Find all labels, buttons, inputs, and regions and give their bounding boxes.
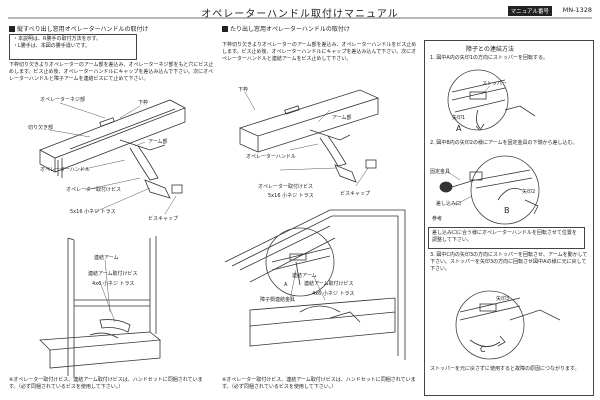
mid-label-link-spec: 4x6 小ネジ トラス <box>312 291 355 297</box>
label-c: C <box>480 345 486 354</box>
ref-box: 差し込み口に合う様にオペレーターハンドルを回転させて位置を調整して下さい。 <box>428 227 585 249</box>
label-sill: 下枠 <box>138 100 149 106</box>
label-mount-screw: オペレーター取付けビス <box>66 187 122 193</box>
label-operator-screw: オペレーターネジ部 <box>40 97 86 103</box>
right-heading: 障子との連結方法 <box>466 46 514 53</box>
label-screw-spec: 5x16 小ネジ トラス <box>70 209 116 215</box>
middle-footnote: ※オペレーター取付けビス、連結アーム取付けビスは、ハンドセットに同梱されています… <box>222 377 416 390</box>
mid-label-link-screw: 連結アーム取付けビス <box>304 281 354 287</box>
manual-number-label: マニュアル番号 <box>507 6 552 16</box>
label-cutout: 切り欠き部 <box>28 125 54 131</box>
label-handle: オペレーターハンドル <box>40 167 90 173</box>
left-intro: 下枠切り欠きよりオペレーターのアーム部を差込み、オペレーターネジ部をもと穴にビス… <box>9 62 214 82</box>
page-title: オペレーターハンドル取付けマニュアル <box>201 9 399 20</box>
mid-label-mount-screw: オペレーター取付けビス <box>258 184 314 190</box>
mid-label-screw-cap: ビスキャップ <box>340 191 371 197</box>
right-panel <box>424 40 594 396</box>
label-arm: アーム部 <box>148 139 168 145</box>
label-fixing: 固定金具 <box>430 169 451 175</box>
label-b: B <box>504 206 510 215</box>
mid-label-link-arm: 連結アーム <box>292 273 317 279</box>
step1-text: 1. 図中A内の矢印1の方向にストッパーを回転する。 <box>430 55 548 61</box>
left-footnote: ※オペレーター取付けビス、連結アーム取付けビスは、ハンドセットに同梱されています… <box>9 377 203 390</box>
label-link-screw: 連結アーム取付けビス <box>88 271 138 277</box>
label-a: A <box>456 124 462 133</box>
mid-label-handle: オペレーターハンドル <box>246 154 296 160</box>
mid-label-arm: アーム部 <box>332 115 352 121</box>
header-rule <box>8 17 592 19</box>
mid-label-screw-spec: 5x16 小ネジ トラス <box>268 193 314 199</box>
ref-text: 差し込み口に合う様にオペレーターハンドルを回転させて位置を調整して下さい。 <box>432 230 577 243</box>
mid-label-bracket: 障子側連結金具 <box>260 297 296 303</box>
label-arrow1: 矢印1 <box>452 115 466 121</box>
label-link-arm: 連結アーム <box>94 255 119 261</box>
left-heading: 縦すべり出し窓用オペレーターハンドルの取付け <box>9 24 148 33</box>
label-stopper: ストッパー <box>482 81 508 87</box>
closing-text: ストッパーを元に戻さずに使用すると故障の原因につながります。 <box>430 366 580 372</box>
step2-text: 2. 図中B内の矢印2の様にアームを固定金具の下側から差し込む。 <box>430 140 578 146</box>
middle-heading: たり出し窓用オペレーターハンドルの取付け <box>222 24 350 33</box>
label-screw-cap: ビスキャップ <box>148 216 179 222</box>
bullet-icon <box>222 26 228 32</box>
label-insert: 差し込み口 <box>436 201 462 207</box>
mid-label-a: A <box>284 282 288 288</box>
middle-intro: 下枠切り欠きよりオペレーターのアーム部を差込み、オペレーターハンドルをビス止めし… <box>222 42 417 62</box>
label-arrow3: 矢印3 <box>496 296 510 302</box>
label-link-spec: 4x6 小ネジ トラス <box>92 281 135 287</box>
label-arrow2: 矢印2 <box>522 189 536 195</box>
bullet-icon <box>9 26 15 32</box>
left-notes-box: ・本説明は、R勝手の取付方法を示す。 ・L勝手は、本図の勝手違いです。 <box>9 34 137 60</box>
mid-label-sill: 下枠 <box>238 87 249 93</box>
manual-number: MN-1328 <box>562 6 592 14</box>
ref-title: 参考 <box>432 216 443 222</box>
step3-text: 3. 図中C内の矢印3の方向にストッパーを回転させ、アームを動かして下さい。スト… <box>430 252 588 272</box>
